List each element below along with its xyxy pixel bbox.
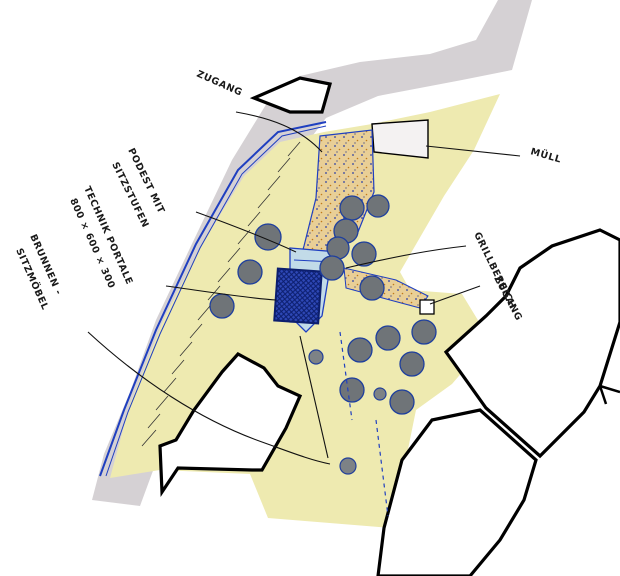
building-center [158, 351, 303, 497]
muell-enclosure [371, 119, 429, 159]
tree [411, 319, 437, 345]
dashed-line-2 [375, 419, 389, 517]
leader-brunnen [87, 331, 331, 465]
tree-small [373, 387, 387, 401]
technik-portale-box [273, 267, 323, 325]
building-right-lower [376, 408, 538, 576]
trees-left [209, 223, 282, 319]
courtyard-edge [99, 121, 327, 477]
trees-path [319, 194, 390, 301]
tree [254, 223, 282, 251]
tree [209, 293, 235, 319]
tree [339, 377, 365, 403]
dashed-line [339, 331, 353, 421]
tree [237, 259, 263, 285]
leader-zugang-right [429, 285, 481, 305]
tree [359, 275, 385, 301]
leader-muell [425, 145, 521, 157]
label-zugang-top: ZUGANG [195, 69, 244, 99]
tree [399, 351, 425, 377]
tree [366, 194, 390, 218]
label-muell: MÜLL [529, 146, 562, 165]
tree [339, 195, 365, 221]
building-edge-bottom-right [598, 384, 620, 405]
tree-small [308, 349, 324, 365]
tree [319, 255, 345, 281]
leader-brunnen-2 [299, 335, 329, 459]
trees-grill-area [308, 319, 437, 475]
leader-grill [345, 245, 467, 269]
tree [375, 325, 401, 351]
leader-technik [165, 285, 277, 301]
building-right-upper [443, 228, 620, 459]
building-top-left-notch [249, 76, 333, 114]
zugang-right-marker [419, 299, 435, 315]
leader-podest [195, 211, 297, 253]
tree [351, 241, 377, 267]
tree [347, 337, 373, 363]
tree [389, 389, 415, 415]
fountain-seat [339, 457, 357, 475]
leader-zugang-top [235, 111, 323, 153]
